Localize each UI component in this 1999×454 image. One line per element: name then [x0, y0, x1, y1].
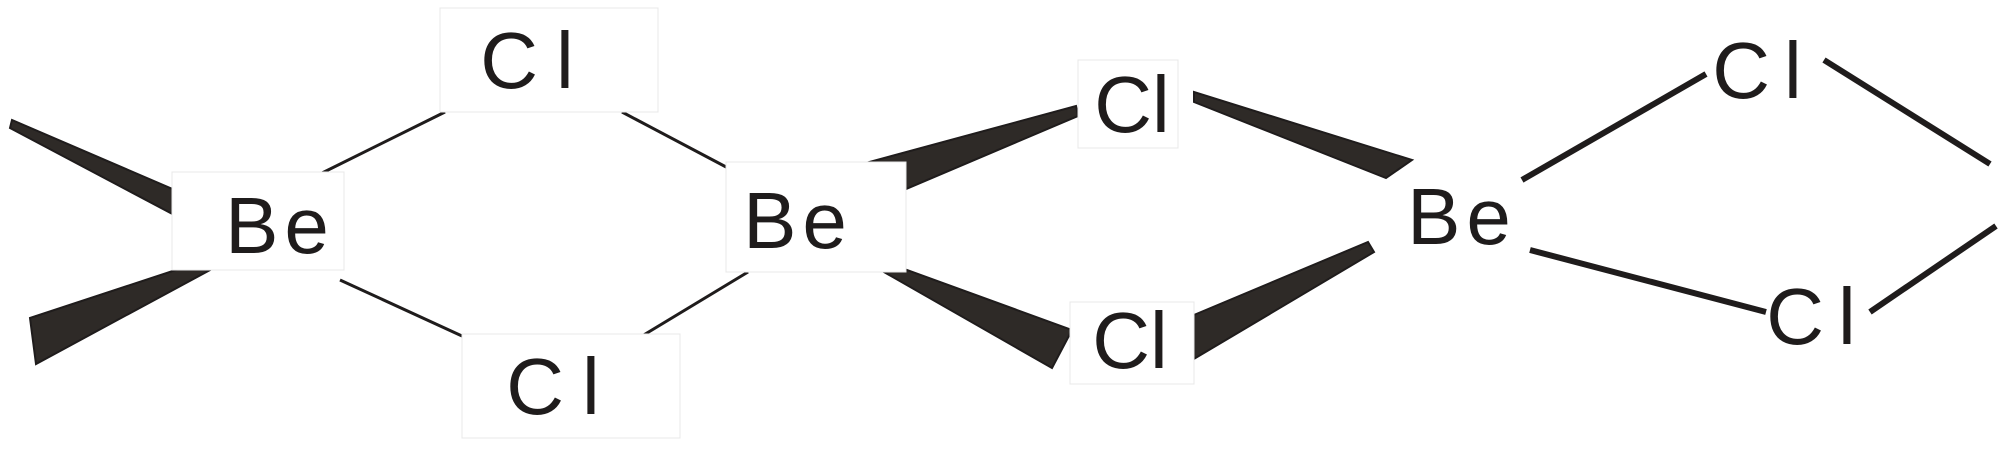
label-box-cl4 [1069, 301, 1195, 385]
label-box-cl2 [461, 333, 681, 439]
atom-labels: Be Be Be Cl Cl Cl Cl Cl Cl [225, 16, 1870, 431]
atom-cl1: Cl [480, 16, 592, 105]
bond-cl6-right-lower [1868, 223, 1998, 315]
atom-cl2: Cl [506, 342, 618, 431]
atom-be2: Be [743, 176, 853, 265]
atom-be1: Be [225, 181, 335, 270]
bond-cl4-be3-wedge [1181, 240, 1376, 368]
atom-cl6: Cl [1766, 272, 1870, 361]
bond-cl2-be2 [641, 270, 749, 338]
bond-be1-cl2 [339, 278, 463, 338]
atom-cl3: Cl [1094, 60, 1170, 149]
bond-be1-cl1 [317, 110, 446, 177]
bond-cl3-be3-wedge [1193, 90, 1415, 180]
atom-cl5: Cl [1712, 26, 1816, 115]
bond-be1-left-upper-wedge [8, 118, 200, 220]
label-box-be2 [725, 161, 907, 273]
atom-be3: Be [1407, 172, 1517, 261]
bond-be2-cl4-wedge [868, 256, 1074, 370]
bond-cl5-right-upper [1822, 57, 1992, 167]
atom-cl4: Cl [1092, 296, 1168, 385]
bond-cl1-be2 [621, 110, 729, 170]
label-box-cl1 [439, 7, 659, 113]
bond-be3-cl5 [1520, 71, 1708, 183]
label-box-cl3 [1077, 59, 1179, 149]
bond-be3-cl6 [1529, 247, 1767, 315]
label-box-be1 [171, 171, 345, 271]
bond-be1-left-lower-wedge [28, 258, 212, 366]
atom-label-boxes [171, 7, 1195, 439]
